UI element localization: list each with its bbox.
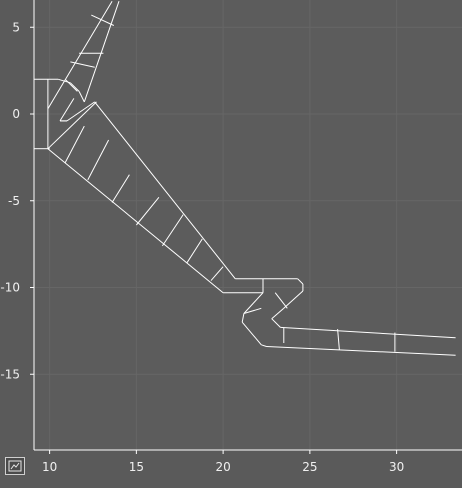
mesh-edge (78, 91, 85, 103)
zoom-extents-button[interactable] (5, 457, 25, 475)
mesh-edge (241, 321, 262, 346)
x-tick-label: 25 (302, 460, 317, 474)
y-tick-label: -10 (0, 281, 20, 295)
x-tick-label: 20 (215, 460, 230, 474)
mesh-edge (280, 326, 456, 339)
plot-area (34, 0, 462, 450)
mesh-edge (297, 278, 304, 285)
mesh-edge (47, 101, 97, 150)
mesh-edge (243, 292, 264, 314)
x-axis-ticks: 10 15 20 25 30 (42, 450, 404, 474)
mesh-edge (83, 1, 120, 103)
mesh-edge (94, 101, 236, 280)
mesh-edge (186, 238, 203, 264)
mesh-edge (47, 148, 224, 294)
mesh-edge (210, 266, 224, 281)
mesh-edge (241, 313, 245, 323)
mesh-edge (271, 318, 281, 328)
x-tick-label: 30 (389, 460, 404, 474)
y-tick-label: -15 (0, 367, 20, 381)
mesh-edge (274, 292, 288, 309)
mesh-edge (266, 346, 456, 356)
y-tick-label: -5 (8, 194, 20, 208)
mesh-edge (59, 98, 75, 122)
mesh-edge (64, 125, 85, 163)
x-tick-label: 15 (129, 460, 144, 474)
mesh-edge (91, 14, 115, 26)
mesh-edge (87, 139, 110, 181)
mesh-edge (66, 101, 95, 122)
mesh-edge (271, 307, 285, 320)
mesh-edge (337, 329, 340, 351)
mesh-edge (111, 174, 130, 203)
y-tick-label: 0 (12, 107, 20, 121)
x-tick-label: 10 (42, 460, 57, 474)
mesh-edge (161, 214, 184, 247)
mesh-edge (136, 196, 160, 226)
mesh-edge (261, 344, 267, 347)
mesh-edge (47, 0, 113, 110)
zoom-extents-icon (8, 460, 22, 472)
grid-lines (34, 0, 462, 450)
mesh-edge (70, 82, 80, 92)
mesh-edge (283, 290, 304, 309)
mesh-edge (70, 61, 95, 68)
mesh-edge (64, 78, 78, 92)
y-axis-ticks: 5 0 -5 -10 -15 (0, 20, 34, 381)
mesh-edges (34, 0, 456, 356)
y-tick-label: 5 (12, 20, 20, 34)
mesh-edge (243, 307, 262, 314)
